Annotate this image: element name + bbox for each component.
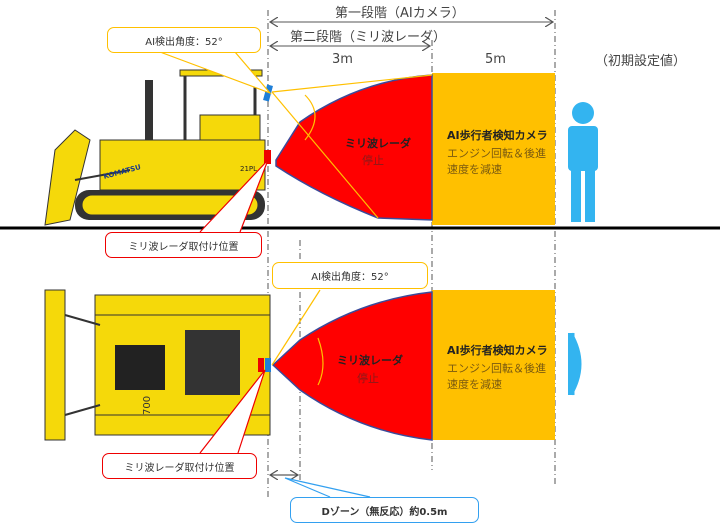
camera-zone-side (432, 73, 555, 225)
radar-mount-callout-top: ミリ波レーダ取付け位置 (105, 232, 262, 258)
dimension-700: 700 (142, 396, 153, 415)
stage1-label: 第一段階（AIカメラ） (335, 6, 465, 21)
radar-zone-title-top: ミリ波レーダ (345, 137, 411, 150)
dzone-callout: Dゾーン（無反応）約0.5m (290, 497, 479, 523)
distance-3m: 3m (332, 52, 353, 67)
radar-zone-action-top: 停止 (362, 154, 384, 167)
camera-zone-action2-top: 速度を減速 (447, 163, 502, 176)
initial-setting-label: （初期設定値） (595, 54, 687, 69)
camera-zone-action1-top: エンジン回転＆後進 (447, 147, 546, 160)
radar-zone-side (275, 74, 433, 221)
stage2-label: 第二段階（ミリ波レーダ） (290, 30, 447, 45)
camera-zone-action2-bottom: 速度を減速 (447, 378, 502, 391)
radar-mount-callout-bottom: ミリ波レーダ取付け位置 (102, 453, 257, 479)
camera-zone-title-bottom: AI歩行者検知カメラ (447, 344, 548, 357)
radar-zone-top (271, 291, 433, 441)
ai-angle-callout-bottom: AI検出角度：52° (272, 262, 428, 289)
ai-angle-callout-top: AI検出角度：52° (107, 27, 261, 53)
bulldozer-top (44, 289, 271, 441)
camera-zone-action1-bottom: エンジン回転＆後進 (447, 362, 546, 375)
bulldozer-side (44, 69, 273, 226)
camera-zone-top (432, 290, 555, 440)
pedestrian-icon-side (568, 102, 598, 222)
radar-zone-action-bottom: 停止 (357, 372, 379, 385)
model-label: 21PL (240, 165, 258, 173)
camera-zone-title-top: AI歩行者検知カメラ (447, 129, 548, 142)
radar-zone-title-bottom: ミリ波レーダ (337, 354, 403, 367)
distance-5m: 5m (485, 52, 506, 67)
